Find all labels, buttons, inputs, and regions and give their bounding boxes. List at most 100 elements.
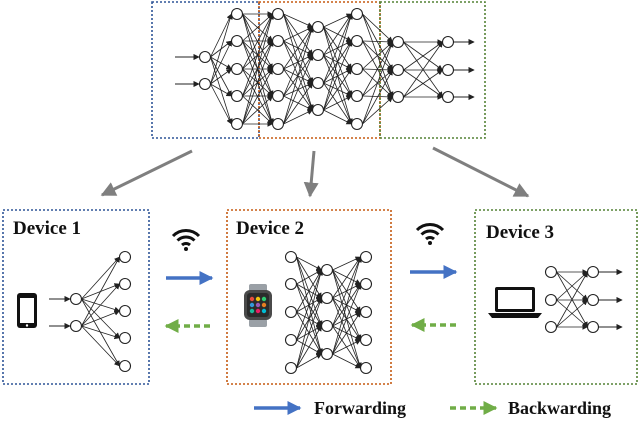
network-edge [283,13,313,56]
neuron [311,76,325,90]
network-edge [296,256,322,299]
full-network [175,7,475,131]
network-edge [296,325,322,369]
network-edge [332,283,362,355]
network-edge [323,40,353,111]
laptop-icon [488,287,542,318]
network-edge [332,311,361,355]
device-1-network [49,250,132,373]
network-edge [210,13,233,85]
network-edge [332,353,362,369]
neuron [271,89,285,103]
network-edge [210,83,232,97]
neuron [359,305,373,319]
neuron [391,35,405,49]
neuron [441,35,455,49]
network-edge [362,39,394,45]
network-edge [242,40,274,125]
neuron [69,292,83,306]
neuron [118,359,132,373]
device-2-network [284,250,373,375]
network-edge [242,95,273,125]
wifi-icon [171,229,201,251]
neuron [118,304,132,318]
neuron [230,7,244,21]
neuron [359,277,373,291]
network-edge [242,13,274,97]
neuron [198,50,212,64]
partition-box-3 [379,1,486,139]
network-edge [296,269,322,313]
neuron [271,34,285,48]
neuron [544,293,558,307]
neuron [350,34,364,48]
network-edge [81,325,121,340]
neuron [311,48,325,62]
network-edge [323,13,353,84]
network-edge [362,69,393,125]
network-edge [362,96,393,125]
network-edge [323,68,352,111]
network-edge [242,13,274,125]
device-2-title: Device 2 [236,218,305,239]
network-edge [210,40,232,85]
network-edge [403,69,443,98]
neuron [284,250,298,264]
wifi-icon [415,223,445,245]
neuron [359,250,373,264]
network-edge [242,13,273,42]
network-edge [296,269,323,341]
network-edge [362,41,394,125]
network-edge [210,68,232,85]
network-edge [283,109,314,125]
network-edge [296,269,323,369]
neuron [586,293,600,307]
network-edge [556,271,588,301]
neuron [271,62,285,76]
split-arrow-device-3 [432,146,530,198]
neuron [271,117,285,131]
neuron [586,265,600,279]
device-1-box [2,209,150,385]
neuron [118,331,132,345]
network-edge [323,13,352,56]
split-arrow-device-2 [303,150,319,198]
neuron [441,90,455,104]
neuron [359,361,373,375]
network-edge [332,339,362,355]
network-edge [362,41,393,97]
neuron [230,117,244,131]
smartphone-icon [17,293,37,328]
network-edge [81,256,120,300]
neuron [350,62,364,76]
network-edge [283,26,314,97]
split-arrows [100,146,530,198]
device-3-network [544,265,623,334]
neuron [271,7,285,21]
partition-box-1 [151,1,260,139]
neuron [391,90,405,104]
network-edge [323,109,353,125]
network-edge [323,13,353,111]
network-edge [283,82,313,125]
smartwatch-icon [244,284,272,327]
network-edge [81,256,120,327]
network-edge [283,26,313,70]
neuron [544,265,558,279]
network-edge [332,256,362,355]
neuron [230,89,244,103]
device-3-box [474,209,638,385]
neuron [359,333,373,347]
network-edge [242,68,273,125]
neuron [350,117,364,131]
network-edge [323,95,353,111]
network-edge [81,310,121,327]
neuron [69,319,83,333]
network-edge [403,41,443,98]
neuron [586,320,600,334]
neuron [350,7,364,21]
network-edge [323,82,352,125]
neuron [230,62,244,76]
neuron [118,277,132,291]
device-3-title: Device 3 [486,222,555,243]
